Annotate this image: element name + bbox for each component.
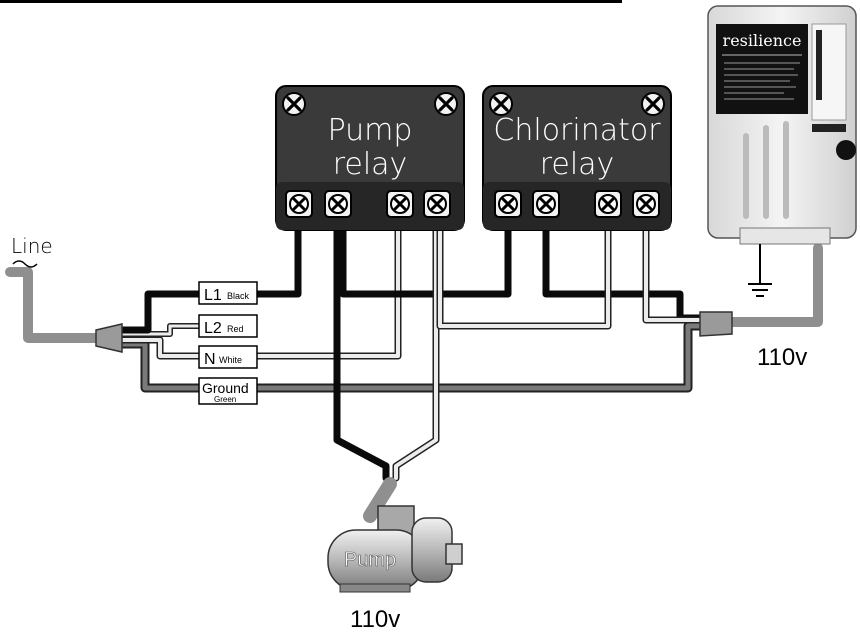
pump-relay-subtitle: relay <box>333 147 408 182</box>
svg-text:Black: Black <box>227 291 250 301</box>
terminal-l1: L1 Black <box>198 281 258 305</box>
mount-screw-icon <box>282 92 306 116</box>
terminal-screw-icon <box>386 190 414 218</box>
svg-text:Ground: Ground <box>202 380 249 396</box>
svg-text:White: White <box>219 355 242 365</box>
chlorinator-brand: resilience <box>723 31 802 50</box>
line-connector <box>95 323 123 353</box>
pump-label: Pump <box>344 549 396 571</box>
ac-tilde-icon <box>12 260 38 268</box>
relay-link-wire <box>339 196 512 298</box>
line-cable <box>5 267 105 343</box>
svg-text:N: N <box>204 351 216 368</box>
chlorinator-unit: resilience <box>707 5 857 245</box>
l1-wire <box>116 196 302 334</box>
svg-text:Green: Green <box>214 395 236 404</box>
pump: Pump <box>327 505 463 593</box>
terminal-screw-icon <box>594 190 622 218</box>
terminal-ground: Ground Green <box>198 377 258 405</box>
wires <box>5 196 823 523</box>
pump-voltage: 110v <box>350 606 400 633</box>
svg-text:L2: L2 <box>204 320 222 337</box>
chlorinator-relay-subtitle: relay <box>540 147 615 182</box>
pump-relay-title: Pump <box>328 113 413 148</box>
chlorinator-voltage: 110v <box>757 344 807 371</box>
top-rule <box>0 0 622 3</box>
power-knob-icon <box>836 140 856 160</box>
terminal-screw-icon <box>532 190 560 218</box>
terminal-n: N White <box>198 345 258 369</box>
svg-text:Red: Red <box>227 324 244 334</box>
earth-ground-icon <box>748 244 772 297</box>
mount-screw-icon <box>434 92 458 116</box>
chlorinator-connector <box>699 311 733 337</box>
mount-screw-icon <box>641 92 665 116</box>
terminal-screw-icon <box>632 190 660 218</box>
pump-white-wire <box>392 196 440 482</box>
terminal-screw-icon <box>285 190 313 218</box>
chlorinator-relay: Chlorinator relay <box>482 85 672 231</box>
line-label: Line <box>11 234 53 258</box>
terminal-l2: L2 Red <box>198 314 258 338</box>
pump-black-wire <box>333 196 390 482</box>
pump-cable <box>363 477 397 523</box>
svg-text:L1: L1 <box>204 287 222 304</box>
mount-screw-icon <box>489 92 513 116</box>
terminal-screw-icon <box>494 190 522 218</box>
pump-relay: Pump relay <box>275 85 465 231</box>
terminal-screw-icon <box>423 190 451 218</box>
terminal-screw-icon <box>324 190 352 218</box>
chlorinator-relay-title: Chlorinator <box>493 113 661 148</box>
chlor-cable <box>725 243 823 327</box>
